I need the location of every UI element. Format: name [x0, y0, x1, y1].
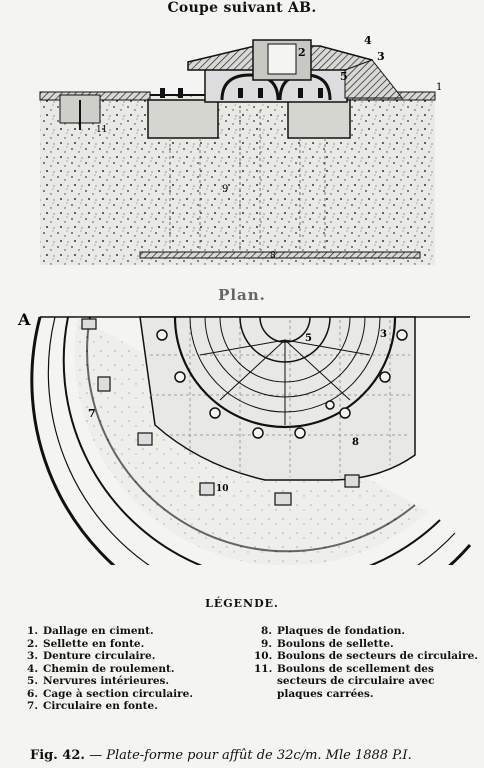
legend-item-2: 2.Sellette en fonte. [27, 637, 145, 650]
cross-section-drawing: 11 9 8 2 4 3 5 1 [39, 34, 442, 265]
plan-marker-10: 10 [216, 484, 229, 494]
section-title: Coupe suivant AB. [167, 0, 317, 16]
marker-a: A [17, 310, 31, 329]
plan-drawing: A [17, 310, 472, 565]
figure-number: Fig. 42. [30, 748, 85, 763]
foundation-plate [139, 251, 421, 259]
foundation-block [147, 99, 219, 139]
plan-marker-5: 5 [305, 333, 312, 344]
legend-right-column: 8.Plaques de fondation. 9.Boulons de sel… [254, 625, 479, 700]
legend-item-11: 11.Boulons de scellement des secteurs de… [254, 662, 435, 700]
legend-item-4: 4.Chemin de roulement. [27, 662, 175, 675]
figure-caption: Fig. 42. — Plate-forme pour affût de 32c… [30, 748, 484, 763]
legend-item-8: 8.Plaques de fondation. [261, 625, 406, 637]
sector-bolts [156, 329, 408, 439]
marker-4: 4 [364, 34, 372, 47]
marker-2: 2 [298, 46, 306, 59]
legend-item-5: 5.Nervures intérieures. [27, 675, 170, 687]
figure-caption-text: — Plate-forme pour affût de 32c/m. Mle 1… [89, 748, 412, 763]
legend-item-9: 9.Boulons de sellette. [261, 637, 394, 650]
marker-1: 1 [436, 82, 442, 93]
legend-item-3: 3.Denture circulaire. [27, 650, 156, 662]
plan-title: Plan. [218, 286, 266, 304]
marker-5: 5 [340, 70, 348, 83]
legend-item-6: 6.Cage à section circulaire. [27, 687, 194, 700]
circular-brackets [81, 318, 360, 506]
plan-marker-8: 8 [352, 437, 359, 448]
legend-title: LÉGENDE. [205, 597, 279, 610]
plan-marker-3: 3 [380, 329, 387, 340]
cast-iron-circular [30, 316, 472, 565]
legend-item-7: 7.Circulaire en fonte. [27, 700, 158, 712]
marker-8: 8 [270, 251, 276, 261]
legend-item-1: 1.Dallage en ciment. [27, 625, 154, 637]
marker-11: 11 [96, 125, 107, 135]
foundation-concrete [40, 95, 435, 265]
legend-left-column: 1.Dallage en ciment. 2.Sellette en fonte… [20, 625, 235, 713]
legend-item-10: 10.Boulons de secteurs de circulaire. [254, 650, 478, 662]
marker-9: 9 [222, 184, 228, 195]
marker-3: 3 [377, 50, 385, 63]
foundation-plates [139, 316, 416, 481]
plan-marker-7: 7 [88, 407, 96, 420]
